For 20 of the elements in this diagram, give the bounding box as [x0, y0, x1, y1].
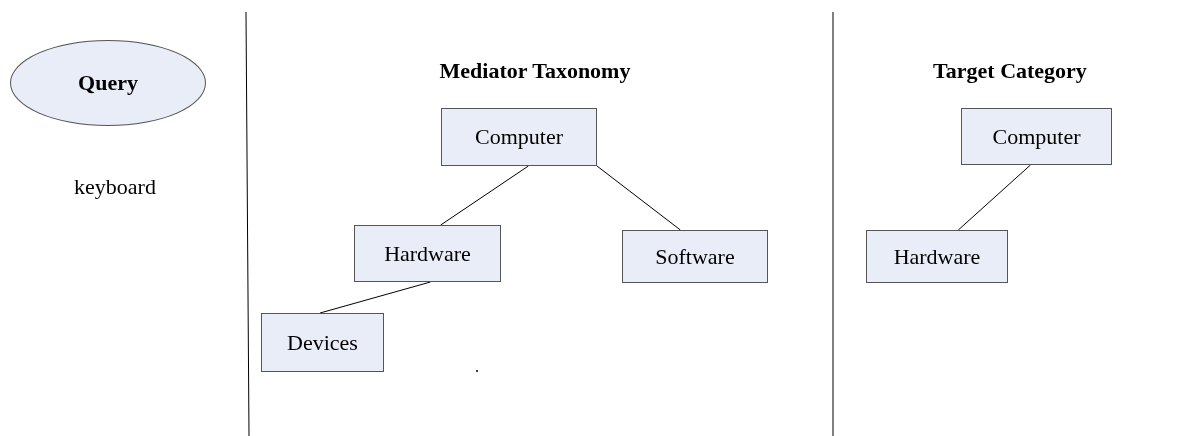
category-name: Hardware	[893, 243, 981, 270]
category-box	[961, 108, 1112, 165]
category-name: Hardware	[384, 240, 471, 267]
section-heading: Target Category	[933, 58, 1087, 84]
category-name: Devices	[287, 329, 358, 356]
connector-line	[440, 165, 529, 226]
connector-line	[596, 165, 681, 231]
category-box	[354, 225, 501, 282]
category-box	[261, 313, 384, 372]
category-box	[622, 230, 768, 283]
query-term: keyboard	[74, 174, 156, 200]
section-heading: Mediator Taxonomy	[439, 58, 631, 84]
connector-line	[957, 164, 1031, 231]
category-box	[866, 230, 1008, 283]
category-box	[441, 108, 597, 166]
category-name: Computer	[475, 124, 563, 150]
category-name: Computer	[992, 123, 1081, 150]
connector-line	[319, 281, 431, 314]
category-name: Software	[655, 243, 735, 270]
query-label: Query	[78, 70, 138, 96]
